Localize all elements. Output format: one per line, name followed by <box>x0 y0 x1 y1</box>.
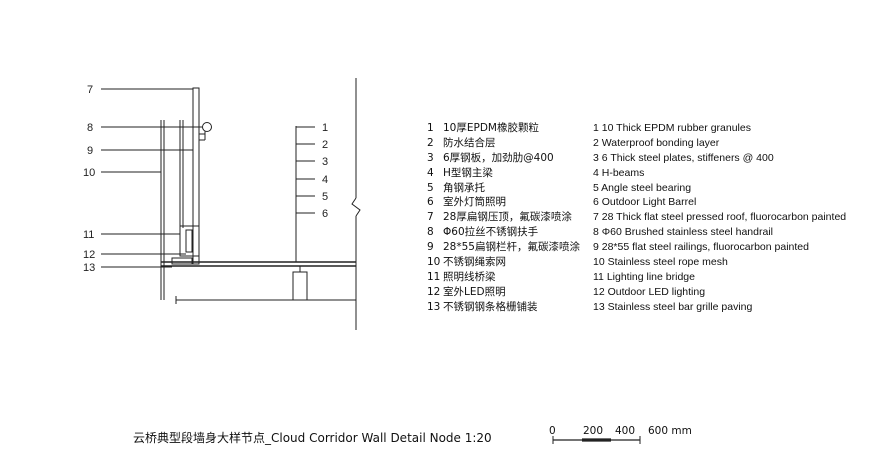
legend-item: 7 28厚扁钢压顶，氟碳漆喷涂 <box>427 210 580 225</box>
legend-text: 室外LED照明 <box>443 285 506 298</box>
legend-text: 不锈钢钢条格栅铺装 <box>443 300 538 313</box>
callout-right: 6 <box>322 208 328 220</box>
legend-item-en: 1 10 Thick EPDM rubber granules <box>593 122 751 134</box>
legend-item-en: 8 Φ60 Brushed stainless steel handrail <box>593 226 773 239</box>
legend-item-en: 5 Angle steel bearing <box>593 181 692 194</box>
legend-item-en: 13 Stainless steel bar grille paving <box>593 300 753 313</box>
legend-number: 7 <box>427 211 434 224</box>
callout-right: 2 <box>322 139 328 151</box>
scale-label: 600 mm <box>648 425 692 437</box>
legend-item-en: 11 Lighting line bridge <box>593 270 695 283</box>
legend-item-en: 4 H-beams <box>593 166 645 179</box>
callout-left: 13 <box>83 262 95 274</box>
legend-text: 角钢承托 <box>443 181 485 194</box>
railing-assembly <box>160 87 212 300</box>
legend-number: 8 <box>427 226 434 239</box>
scale-label: 200 <box>583 425 604 437</box>
scale-label: 400 <box>615 425 636 437</box>
callout-right: 4 <box>322 174 328 186</box>
scale-bar <box>552 436 641 444</box>
callout-left: 10 <box>83 167 95 179</box>
legend-number: 9 <box>427 241 434 254</box>
legend-item: 2 防水结合层 <box>427 136 580 151</box>
legend-item: 9 28*55扁钢栏杆，氟碳漆喷涂 <box>427 240 580 255</box>
callout-left: 8 <box>87 122 93 134</box>
legend-item-en: 2 Waterproof bonding layer <box>593 136 720 149</box>
callout-stack-right <box>295 126 315 262</box>
legend-text: 照明线桥梁 <box>443 270 496 283</box>
legend-item: 1 10厚EPDM橡胶颗粒 <box>427 121 580 136</box>
legend-text: H型钢主梁 <box>443 166 493 179</box>
drawing-title: 云桥典型段墙身大样节点_Cloud Corridor Wall Detail N… <box>133 431 492 445</box>
legend-item: 3 6厚钢板，加劲肋@400 <box>427 151 580 166</box>
callout-left: 9 <box>87 145 93 157</box>
callout-right: 5 <box>322 191 328 203</box>
legend-item-en: 7 28 Thick flat steel pressed roof, fluo… <box>593 211 847 224</box>
legend-item-en: 6 Outdoor Light Barrel <box>593 196 697 209</box>
callout-left: 11 <box>83 229 94 241</box>
legend-text: 防水结合层 <box>443 136 496 149</box>
leader-lines-left <box>101 88 202 268</box>
legend-number: 10 <box>427 256 441 269</box>
legend-number: 12 <box>427 285 441 298</box>
legend-english: 1 10 Thick EPDM rubber granules 2 Waterp… <box>593 121 846 315</box>
legend-text: 28厚扁钢压顶，氟碳漆喷涂 <box>443 211 572 224</box>
callout-left: 12 <box>83 249 95 261</box>
scale-label: 0 <box>549 425 556 437</box>
deck-paving <box>161 261 356 304</box>
legend-text: 10厚EPDM橡胶颗粒 <box>443 122 539 134</box>
legend-item-en: 9 28*55 flat steel railings, fluorocarbo… <box>593 241 809 254</box>
legend-number: 2 <box>427 136 434 149</box>
callout-right: 1 <box>322 122 328 134</box>
legend-text: 室外灯筒照明 <box>443 196 506 209</box>
legend-number: 4 <box>427 166 434 179</box>
legend-item-en: 12 Outdoor LED lighting <box>593 285 706 298</box>
legend-text: Φ60拉丝不锈钢扶手 <box>443 226 539 239</box>
legend-item: 6 室外灯筒照明 <box>427 195 580 210</box>
callout-right: 3 <box>322 156 328 168</box>
legend-item: 8 Φ60拉丝不锈钢扶手 <box>427 225 580 240</box>
section-break-line <box>351 78 361 330</box>
legend-item-en: 10 Stainless steel rope mesh <box>593 256 728 269</box>
callout-left: 7 <box>87 84 93 96</box>
legend-text: 28*55扁钢栏杆，氟碳漆喷涂 <box>443 241 580 254</box>
legend-number: 13 <box>427 300 441 313</box>
legend-text: 6厚钢板，加劲肋@400 <box>443 151 554 164</box>
legend-number: 5 <box>427 181 434 194</box>
legend-item: 4 H型钢主梁 <box>427 166 580 181</box>
legend-number: 11 <box>427 270 441 283</box>
legend-item-en: 3 6 Thick steel plates, stiffeners @ 400 <box>593 151 774 164</box>
legend-number: 3 <box>427 151 434 164</box>
legend-item: 5 角钢承托 <box>427 181 580 196</box>
legend-number: 1 <box>427 122 434 134</box>
legend-text: 不锈钢绳索网 <box>443 256 506 269</box>
legend-chinese: 1 10厚EPDM橡胶颗粒 2 防水结合层 3 6厚钢板，加劲肋@400 4 H型钢主梁… <box>427 121 580 315</box>
legend-number: 6 <box>427 196 434 209</box>
